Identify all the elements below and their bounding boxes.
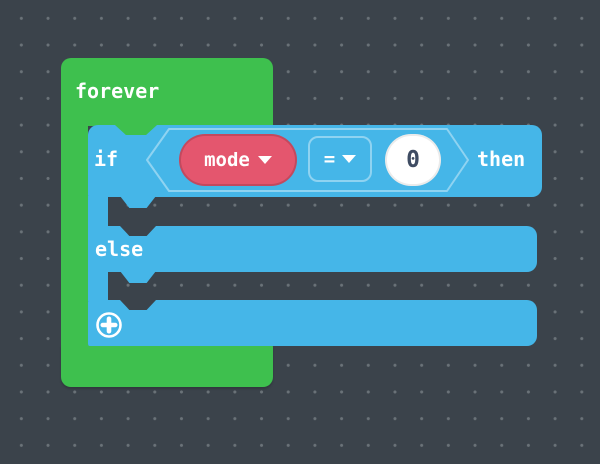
bottom-row-notch-cut xyxy=(120,300,156,310)
operator-dropdown-label: = xyxy=(323,148,336,170)
chevron-down-icon xyxy=(257,156,272,164)
then-label: then xyxy=(477,147,526,171)
if-block-bottom-row[interactable] xyxy=(88,300,537,346)
then-statement-slot xyxy=(108,197,600,226)
add-branch-button[interactable] xyxy=(95,311,123,339)
else-label: else xyxy=(95,237,144,261)
operator-dropdown[interactable]: = xyxy=(308,136,372,182)
variable-dropdown-label: mode xyxy=(204,149,250,171)
slot1-connection-notch xyxy=(120,196,156,208)
forever-block-bottom-bar[interactable] xyxy=(61,345,273,387)
variable-dropdown[interactable]: mode xyxy=(179,134,297,186)
forever-block-left-spine[interactable] xyxy=(61,124,88,347)
if-label: if xyxy=(94,147,119,171)
else-statement-slot xyxy=(108,272,600,300)
else-row[interactable]: else xyxy=(88,226,537,272)
forever-label: forever xyxy=(75,79,160,103)
plus-circle-icon xyxy=(96,312,122,338)
number-value-field[interactable]: 0 xyxy=(385,134,441,186)
forever-block-top-bar[interactable]: forever xyxy=(61,58,273,126)
number-value-label: 0 xyxy=(406,147,420,173)
chevron-down-icon xyxy=(342,155,357,163)
plus-icon xyxy=(100,316,118,334)
top-connection-notch xyxy=(115,125,157,135)
if-block-header-row[interactable]: if mode = 0 then xyxy=(88,125,542,197)
else-row-notch-cut xyxy=(120,226,156,236)
slot2-connection-notch xyxy=(120,271,156,283)
condition-hexagon-slot[interactable] xyxy=(146,127,469,193)
